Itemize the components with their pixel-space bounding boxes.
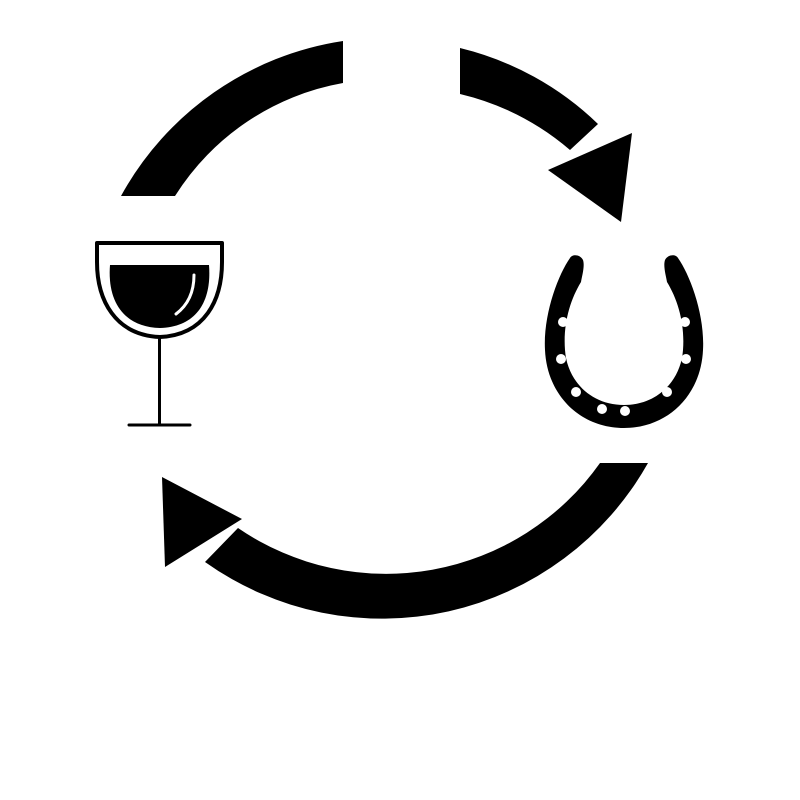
horseshoe-icon	[544, 255, 704, 428]
arrowhead-bottom	[162, 477, 242, 567]
arrowhead-top-right	[548, 133, 632, 222]
arrow-bottom	[162, 463, 648, 619]
arc-top-right-body	[460, 48, 598, 150]
wine-glass-icon	[95, 241, 224, 427]
arrow-top-right	[460, 48, 632, 222]
arc-bottom-body	[205, 463, 648, 619]
arc-top-left	[121, 41, 343, 196]
